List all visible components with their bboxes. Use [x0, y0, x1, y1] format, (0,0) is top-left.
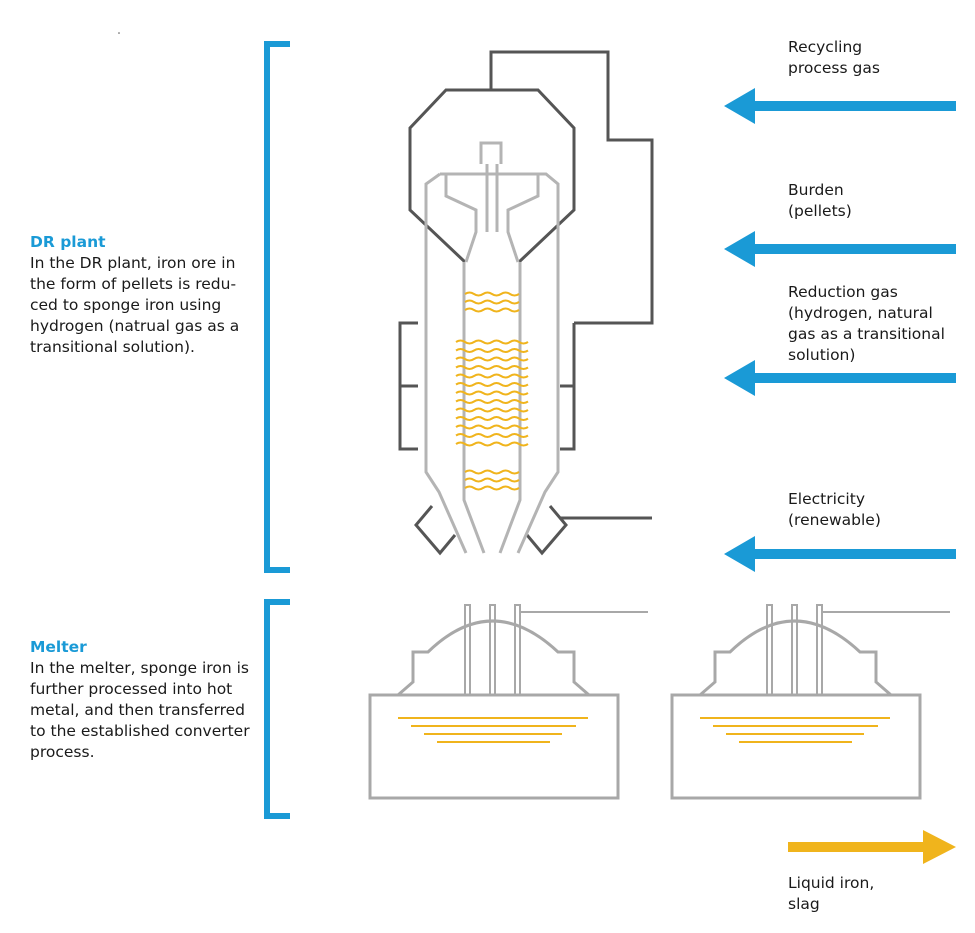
melter-1-electrode-b	[489, 604, 496, 695]
ore-wave	[464, 469, 520, 475]
melter-2-electrode-a	[766, 604, 773, 695]
right-electrode-box	[525, 505, 568, 556]
ore-waves	[455, 291, 529, 491]
burden-arrow	[724, 231, 956, 267]
left-hopper	[444, 173, 478, 263]
left-electrode-box	[414, 505, 457, 556]
recycling-gas-label: Recycling process gas	[788, 38, 880, 77]
inner-left-cone	[462, 262, 486, 554]
electricity-label: Electricity (renewable)	[788, 490, 881, 529]
ore-wave	[455, 390, 529, 396]
melter-2-electrode-c	[816, 604, 823, 695]
ore-wave	[455, 407, 529, 413]
recycle-gas-pipe	[489, 50, 654, 325]
charge-tube	[485, 164, 499, 232]
ore-wave	[464, 291, 520, 297]
melter-2-electrode-b	[791, 604, 798, 695]
melter-heading: Melter	[30, 638, 87, 656]
melter-1-roof	[397, 619, 590, 697]
ore-wave	[455, 441, 529, 447]
dr-plant-bracket	[264, 41, 290, 573]
melter-text: In the melter, sponge iron is further pr…	[30, 659, 250, 761]
electricity-arrow	[724, 536, 956, 572]
dr-plant-heading: DR plant	[30, 233, 106, 251]
ore-wave	[455, 424, 529, 430]
ore-wave	[455, 399, 529, 404]
input-arrows	[724, 88, 956, 572]
melter-1-vessel	[368, 693, 620, 800]
melter-2-liquid	[700, 717, 890, 743]
melter-1-electrodes	[464, 604, 648, 695]
melter-2-electrodes	[766, 604, 950, 695]
ore-wave	[455, 433, 529, 438]
ore-wave	[464, 485, 520, 491]
ore-wave	[455, 339, 529, 345]
melter-1-electrode-a	[464, 604, 471, 695]
melter-1-electrode-c	[514, 604, 521, 695]
melter-description: Melter In the melter, sponge iron is fur…	[30, 637, 250, 763]
ore-wave	[455, 365, 529, 370]
dr-plant-description: DR plant In the DR plant, iron ore in th…	[30, 232, 239, 358]
ore-wave	[464, 477, 520, 483]
right-hopper	[506, 173, 540, 263]
ore-wave	[455, 416, 529, 421]
shaft-left-wall	[424, 172, 468, 554]
dr-plant-text: In the DR plant, iron ore in the form of…	[30, 254, 240, 356]
melter-1	[368, 619, 620, 800]
shaft-inner	[424, 141, 560, 554]
melter-bracket	[264, 599, 290, 819]
dot-mark	[118, 32, 120, 34]
output-arrow	[788, 830, 956, 864]
ore-wave	[464, 299, 520, 305]
melter-2	[670, 619, 922, 800]
shaft-right-wall	[440, 172, 560, 554]
right-gas-ring	[560, 323, 576, 451]
reduction-gas-label: Reduction gas (hydrogen, natural gas as …	[788, 283, 945, 364]
ore-wave	[464, 307, 520, 313]
ore-wave	[455, 373, 529, 379]
melter-1-liquid	[398, 717, 588, 743]
shaft-outer-shell	[398, 50, 654, 556]
ore-wave	[455, 382, 529, 387]
inner-right-cone	[498, 262, 522, 554]
output-label: Liquid iron, slag	[788, 874, 875, 913]
ore-wave	[455, 348, 529, 353]
reduction-gas-arrow	[724, 360, 956, 396]
melter-2-roof	[699, 619, 892, 697]
ore-wave	[455, 356, 529, 362]
burden-label: Burden (pellets)	[788, 181, 852, 220]
charge-tube-top	[479, 141, 503, 164]
recycling-gas-arrow	[724, 88, 956, 124]
melter-2-vessel	[670, 693, 922, 800]
